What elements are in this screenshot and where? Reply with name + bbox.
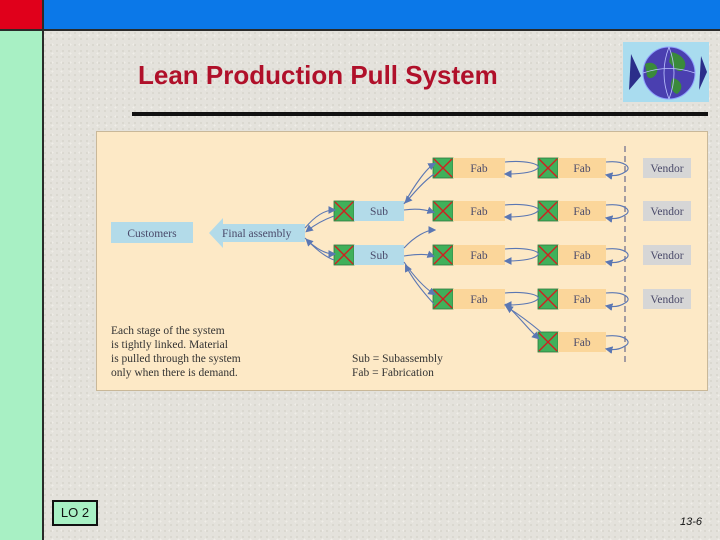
legend-fab: Fab = Fabrication: [352, 367, 434, 379]
kanban-sub-1: [333, 200, 355, 222]
fab-label-c2-r1: Fab: [573, 163, 591, 175]
top-accent-bar: [44, 0, 720, 31]
vendor-box-3: [643, 245, 691, 265]
pull-loops-vendor: [604, 161, 629, 354]
fab-label-c2-r5: Fab: [573, 337, 591, 349]
fab-box-c2-r1: [558, 158, 606, 178]
sub-box-1: [354, 201, 404, 221]
kanban-fab-c1-r3: [432, 244, 454, 266]
title-underline: [132, 112, 708, 116]
vendor-label-3: Vendor: [650, 250, 683, 262]
pull-system-diagram: Customers Final assembly Sub Sub Fab Fab…: [96, 131, 708, 391]
vendor-label-4: Vendor: [650, 294, 683, 306]
slide-title: Lean Production Pull System: [138, 60, 498, 90]
fab-label-c2-r4: Fab: [573, 294, 591, 306]
pull-loops-fab: [503, 160, 542, 340]
page-number: 13-6: [680, 516, 703, 528]
kanban-fab-c2-r5: [537, 331, 559, 353]
vendor-box-4: [643, 289, 691, 309]
fab-box-c2-r4: [558, 289, 606, 309]
caption-line-1: Each stage of the system: [111, 325, 225, 337]
fab-box-c1-r1: [453, 158, 505, 178]
caption-line-3: is pulled through the system: [111, 353, 241, 365]
final-assembly-arrow: [209, 218, 305, 248]
corner-block: [0, 0, 44, 31]
sub-box-2: [354, 245, 404, 265]
customers-label: Customers: [127, 228, 177, 240]
fab-label-c1-r4: Fab: [470, 294, 488, 306]
kanban-sub-2: [333, 244, 355, 266]
vendor-box-1: [643, 158, 691, 178]
left-accent-bar: [0, 0, 44, 540]
caption-line-4: only when there is demand.: [111, 367, 238, 379]
kanban-fab-c1-r1: [432, 157, 454, 179]
diagram-canvas: Customers Final assembly Sub Sub Fab Fab…: [111, 146, 691, 379]
sub-label-2: Sub: [370, 250, 388, 262]
fab-label-c1-r1: Fab: [470, 163, 488, 175]
globe-icon: [623, 42, 709, 102]
customers-box: [111, 222, 193, 243]
kanban-fab-c2-r4: [537, 288, 559, 310]
vendor-box-2: [643, 201, 691, 221]
legend-sub: Sub = Subassembly: [352, 353, 443, 365]
caption-line-2: is tightly linked. Material: [111, 339, 228, 351]
sub-label-1: Sub: [370, 206, 388, 218]
kanban-fab-c2-r2: [537, 200, 559, 222]
kanban-fab-c2-r1: [537, 157, 559, 179]
fab-label-c2-r3: Fab: [573, 250, 591, 262]
final-assembly-label: Final assembly: [222, 228, 292, 240]
lo-badge: LO 2: [52, 500, 98, 526]
fab-label-c1-r2: Fab: [470, 206, 488, 218]
fab-box-c2-r5: [558, 332, 606, 352]
fab-box-c1-r3: [453, 245, 505, 265]
pull-loops-assembly: [304, 206, 337, 261]
fab-box-c2-r2: [558, 201, 606, 221]
kanban-fab-c1-r4: [432, 288, 454, 310]
fab-label-c2-r2: Fab: [573, 206, 591, 218]
fab-box-c1-r4: [453, 289, 505, 309]
fab-label-c1-r3: Fab: [470, 250, 488, 262]
fab-box-c1-r2: [453, 201, 505, 221]
fab-box-c2-r3: [558, 245, 606, 265]
kanban-fab-c1-r2: [432, 200, 454, 222]
kanban-fab-c2-r3: [537, 244, 559, 266]
vendor-label-1: Vendor: [650, 163, 683, 175]
vendor-label-2: Vendor: [650, 206, 683, 218]
pull-loops-sub: [403, 162, 437, 305]
